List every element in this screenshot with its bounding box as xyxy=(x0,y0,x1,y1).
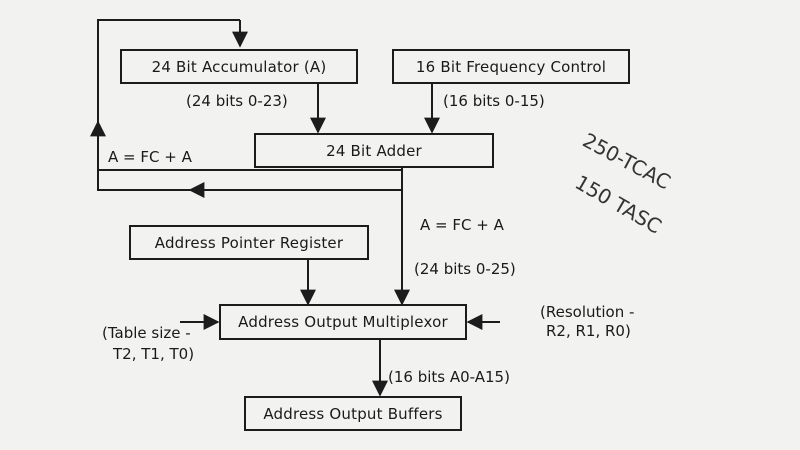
table-size-label-1: (Table size - xyxy=(102,324,191,342)
resolution-label-2: R2, R1, R0) xyxy=(546,322,631,340)
feedback-path xyxy=(97,19,402,191)
table-size-label-2: T2, T1, T0) xyxy=(113,345,195,363)
frequency-control-label: 16 Bit Frequency Control xyxy=(415,57,607,76)
address-pointer-label: Address Pointer Register xyxy=(154,233,344,252)
address-pointer-block: Address Pointer Register xyxy=(129,225,369,260)
accumulator-label: 24 Bit Accumulator (A) xyxy=(151,57,327,76)
adder-output-equation: A = FC + A xyxy=(420,216,504,234)
acc-bus-label: (24 bits 0-23) xyxy=(186,92,288,110)
accumulator-block: 24 Bit Accumulator (A) xyxy=(120,49,358,84)
mux-output-bus-label: (16 bits A0-A15) xyxy=(388,368,510,386)
buffers-block: Address Output Buffers xyxy=(244,396,462,431)
feedback-equation: A = FC + A xyxy=(108,148,192,166)
fc-bus-label: (16 bits 0-15) xyxy=(443,92,545,110)
multiplexor-block: Address Output Multiplexor xyxy=(219,304,467,340)
frequency-control-block: 16 Bit Frequency Control xyxy=(392,49,630,84)
adder-output-bus-label: (24 bits 0-25) xyxy=(414,260,516,278)
resolution-label-1: (Resolution - xyxy=(540,303,635,321)
adder-label: 24 Bit Adder xyxy=(326,141,422,160)
adder-block: 24 Bit Adder xyxy=(254,133,494,168)
buffers-label: Address Output Buffers xyxy=(263,404,443,423)
multiplexor-label: Address Output Multiplexor xyxy=(238,313,448,331)
